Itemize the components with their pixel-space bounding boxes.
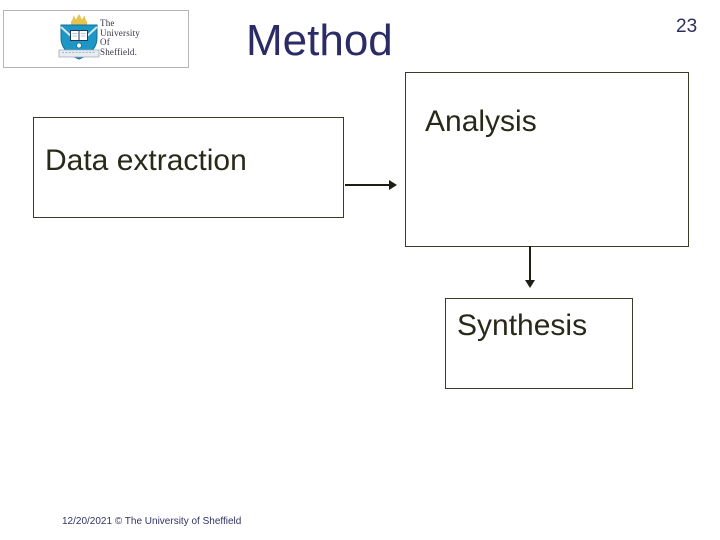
logo-line: The (100, 18, 115, 28)
logo-line: Of (100, 37, 110, 48)
flow-box-synthesis: Synthesis (445, 298, 633, 389)
flow-box-data-extraction: Data extraction (33, 117, 344, 218)
university-crest-icon (58, 14, 100, 60)
logo-line: University (100, 27, 140, 38)
flow-box-label: Analysis (425, 105, 537, 138)
arrow-line (529, 246, 531, 280)
arrow-line (345, 184, 389, 186)
university-logo: The University Of Sheffield. (3, 10, 189, 68)
slide-title: Method (246, 16, 393, 65)
flow-box-analysis: Analysis (405, 72, 689, 247)
flow-box-label: Synthesis (457, 309, 588, 342)
university-logo-text: The University Of Sheffield. (100, 18, 140, 57)
arrow-head-icon (389, 180, 397, 190)
arrow-head-icon (525, 280, 535, 288)
slide-number: 23 (676, 16, 698, 37)
logo-line: Sheffield. (100, 46, 138, 57)
flow-box-label: Data extraction (45, 144, 247, 177)
footer-text: 12/20/2021 © The University of Sheffield (62, 516, 242, 527)
